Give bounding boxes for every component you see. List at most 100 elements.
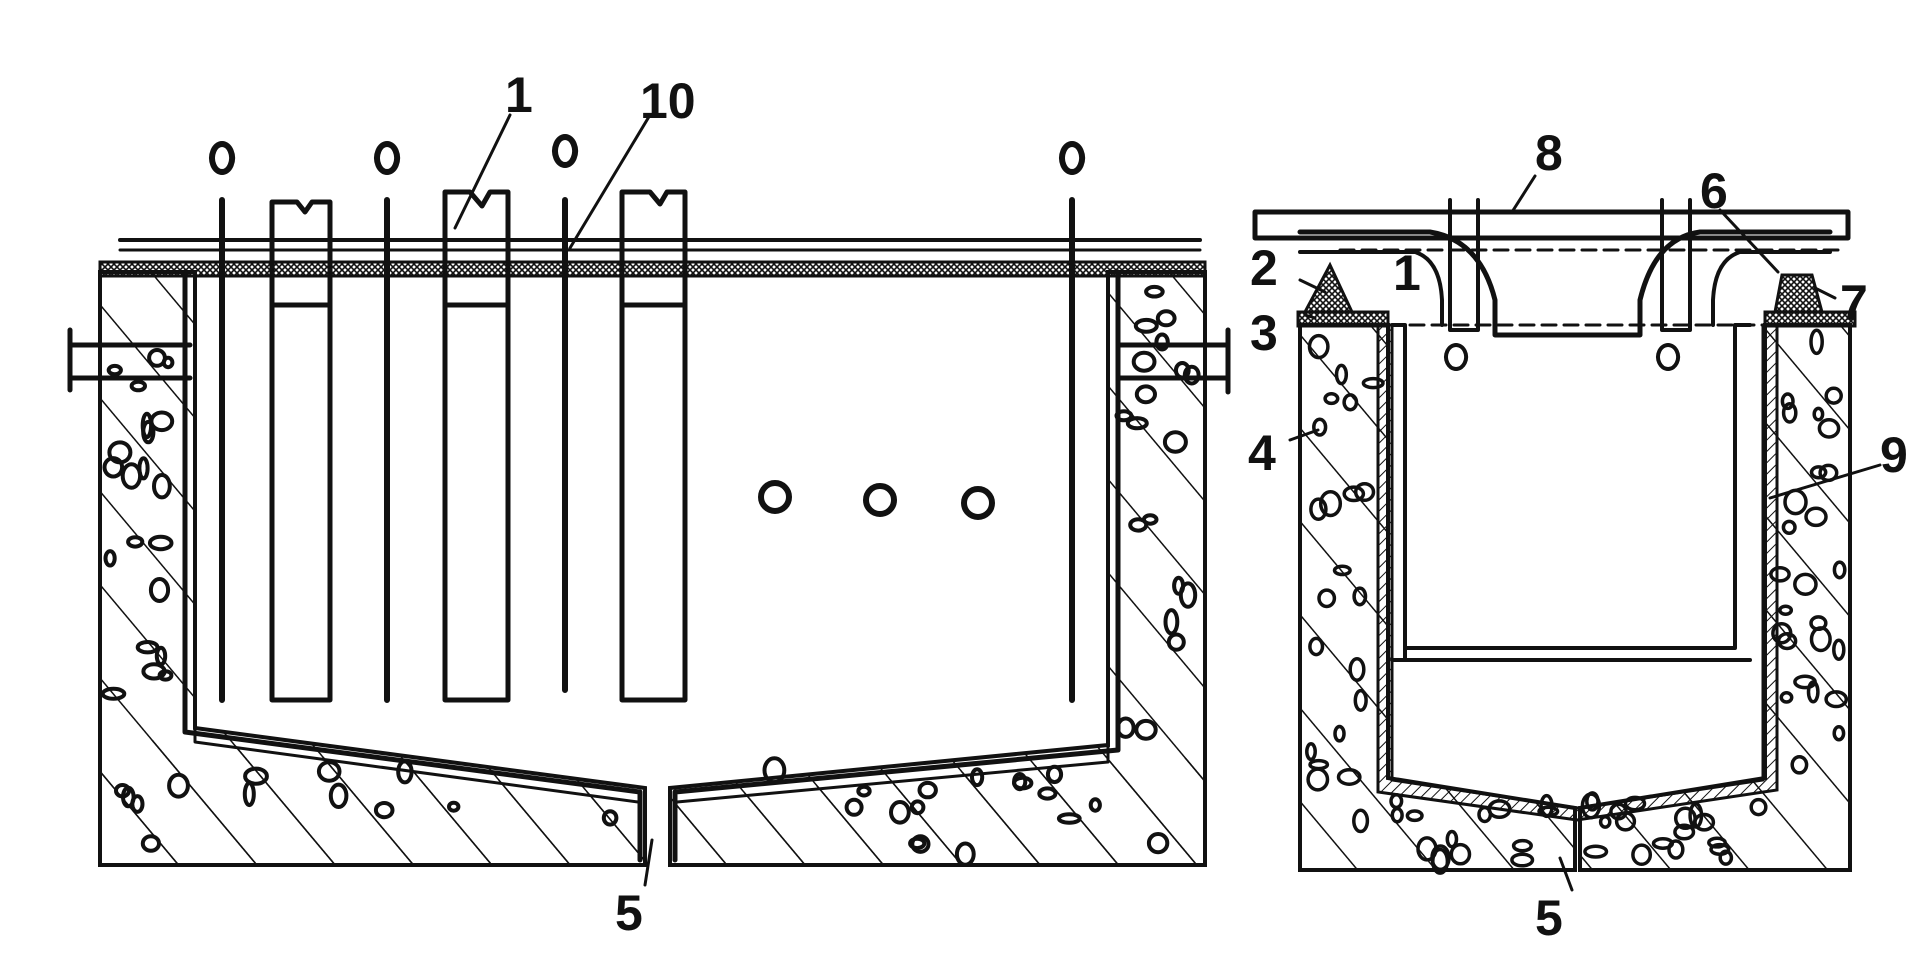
leader-9: [1768, 463, 1882, 500]
label-9: 9: [1880, 427, 1908, 483]
label-7: 7: [1840, 275, 1868, 331]
leader-3: [1303, 313, 1317, 320]
aggregate-pebble: [1779, 691, 1794, 704]
aggregate-pebble: [1809, 465, 1828, 480]
aggregate-pebble: [1824, 386, 1843, 405]
aggregate-pebble: [1133, 317, 1159, 334]
aggregate-pebble: [970, 767, 985, 788]
aggregate-pebble: [130, 794, 145, 814]
label-3: 3: [1250, 305, 1278, 361]
aggregate-pebble: [107, 440, 133, 465]
aggregate-pebble: [1166, 632, 1186, 652]
aggregate-pebble: [1012, 775, 1034, 791]
aggregate-pebble: [148, 577, 171, 603]
label-10: 10: [640, 73, 696, 129]
hanger-clip-right: [1656, 198, 1692, 371]
aggregate-pebble: [1134, 718, 1158, 741]
leader-lines-right: [1288, 174, 1882, 892]
aggregate-pebble: [1342, 485, 1366, 503]
aggregate-pebble: [1352, 808, 1370, 834]
aggregate-pebble: [1405, 809, 1424, 823]
lifting-hook-left: [1297, 229, 1833, 338]
anode-group: [269, 189, 688, 703]
aggregate-pebble: [1163, 608, 1180, 636]
aggregate-pebble: [1305, 742, 1317, 762]
aggregate-pebble: [1793, 572, 1818, 596]
aggregate-pebble: [1749, 797, 1768, 817]
aggregate-pebble: [106, 363, 123, 377]
cathode-rod-3: [552, 134, 579, 693]
aggregate-pebble: [1336, 768, 1362, 786]
aggregate-pebble: [316, 760, 342, 783]
aggregate-pebble: [1583, 844, 1609, 859]
aggregate-pebble: [1817, 418, 1841, 439]
aggregate-pebble: [1824, 690, 1849, 709]
leader-5-left: [643, 838, 654, 887]
aggregate-pebble: [1511, 838, 1533, 853]
aggregate-pebble: [856, 784, 872, 798]
aggregate-pebble: [917, 780, 938, 800]
anode-3: [619, 189, 688, 703]
aggregate-pebble: [844, 797, 864, 817]
aggregate-pebble: [910, 834, 931, 854]
aggregate-pebble: [1308, 636, 1325, 657]
label-1-right: 1: [1393, 245, 1421, 301]
inlet-pipe-left: [67, 327, 1231, 395]
aggregate-pebble: [1037, 786, 1058, 801]
busbar-right: [1252, 209, 1851, 241]
leader-6: [1718, 208, 1780, 274]
insulator-right: [1773, 273, 1824, 314]
aggregate-pebble: [1312, 417, 1328, 437]
leader-2: [1298, 278, 1327, 294]
label-4: 4: [1248, 425, 1276, 481]
aggregate-pebble: [1125, 416, 1149, 431]
cathode-rod-1: [209, 141, 236, 703]
leader-5-right: [1558, 856, 1574, 892]
aggregate-pebble: [954, 841, 976, 867]
aggregate-pebble: [1178, 581, 1198, 609]
aggregate-pebble: [126, 535, 145, 549]
aggregate-pebble: [1088, 797, 1102, 813]
aggregate-pebble: [1709, 842, 1731, 856]
aggregate-pebble: [1449, 842, 1472, 866]
cell-lining-inner-left: [193, 270, 1110, 804]
aggregate-pebble: [1778, 604, 1794, 616]
aggregate-pebble: [1445, 829, 1459, 849]
aggregate-pebble: [1131, 350, 1157, 373]
aggregate-pebble: [447, 800, 461, 813]
aggregate-pebble: [1317, 588, 1337, 609]
aggregate-pebble: [1431, 847, 1450, 875]
aggregate-pebble: [1688, 802, 1704, 829]
aggregate-pebble: [100, 686, 127, 701]
aggregate-pebble: [1804, 506, 1828, 528]
aggregate-pebble: [141, 662, 167, 681]
aggregate-pebble: [135, 640, 160, 655]
label-6: 6: [1700, 163, 1728, 219]
aggregate-pebble: [1333, 724, 1346, 743]
cell-lining-left: [182, 269, 1121, 863]
aggregate-pebble: [1352, 586, 1368, 607]
aggregate-pebble: [1146, 832, 1170, 855]
aggregate-pebble: [1673, 823, 1696, 841]
aggregate-pebble: [242, 781, 256, 808]
leader-1: [453, 113, 512, 230]
aggregate-pebble: [149, 410, 175, 433]
aggregate-pebble: [889, 800, 911, 825]
anode-1: [269, 199, 333, 703]
cathode-rod-2: [374, 141, 401, 703]
aggregate-pebble: [1809, 615, 1828, 632]
label-1: 1: [505, 67, 533, 123]
steel-lining-right: [1376, 323, 1779, 822]
label-5-left: 5: [615, 885, 643, 941]
aggregate-pebble: [1806, 680, 1820, 704]
leader-lines-left: [453, 113, 654, 887]
aggregate-pebble: [328, 782, 349, 809]
aggregate-pebble: [1144, 284, 1165, 299]
aggregate-pebble: [120, 462, 143, 490]
hanger-clip-left: [1444, 198, 1480, 371]
aggregate-pebble: [1812, 406, 1825, 422]
continuation-dots: [758, 480, 995, 520]
label-8: 8: [1535, 125, 1563, 181]
aggregate-pebble: [1780, 392, 1795, 411]
